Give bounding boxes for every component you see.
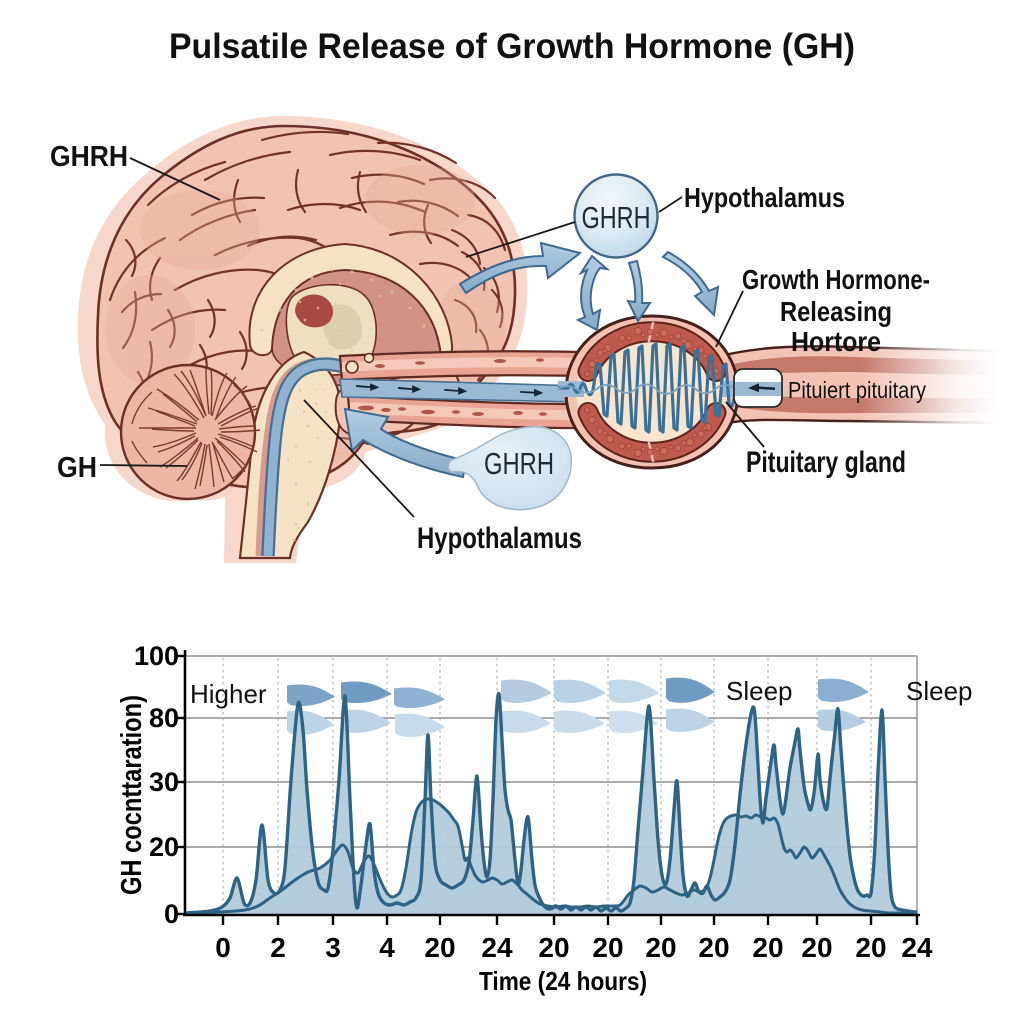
svg-text:80: 80 (149, 703, 179, 733)
svg-text:Pulsatile Release of Growth Ho: Pulsatile Release of Growth Hormone (GH) (169, 27, 855, 66)
svg-text:20: 20 (424, 932, 455, 963)
svg-text:20: 20 (645, 932, 676, 963)
svg-text:20: 20 (801, 932, 832, 963)
svg-text:GHRH: GHRH (484, 446, 554, 481)
svg-text:20: 20 (698, 932, 729, 963)
svg-text:24: 24 (901, 932, 933, 963)
svg-text:Higher: Higher (190, 679, 267, 709)
svg-text:Pituiert pituitary: Pituiert pituitary (788, 377, 926, 403)
svg-text:2: 2 (270, 932, 286, 963)
svg-text:20: 20 (592, 932, 623, 963)
svg-text:20: 20 (538, 932, 569, 963)
svg-text:GH: GH (57, 452, 97, 484)
svg-text:20: 20 (752, 932, 783, 963)
svg-text:Time (24 hours): Time (24 hours) (479, 966, 647, 996)
svg-text:Hypothalamus: Hypothalamus (684, 182, 845, 213)
svg-text:GHRH: GHRH (50, 141, 128, 173)
svg-text:100: 100 (134, 641, 179, 671)
svg-text:Pituitary gland: Pituitary gland (746, 446, 906, 479)
svg-text:4: 4 (379, 932, 395, 963)
svg-text:Releasing: Releasing (780, 296, 892, 327)
svg-text:0: 0 (215, 932, 231, 963)
svg-text:0: 0 (164, 899, 179, 929)
svg-text:Sleep: Sleep (726, 676, 793, 706)
svg-text:3: 3 (325, 932, 341, 963)
svg-text:24: 24 (481, 932, 513, 963)
svg-text:Sleep: Sleep (906, 676, 973, 706)
svg-text:20: 20 (855, 932, 886, 963)
svg-text:Growth Hormone-: Growth Hormone- (742, 264, 930, 295)
svg-text:30: 30 (149, 767, 179, 797)
svg-text:Hypothalamus: Hypothalamus (417, 522, 582, 555)
svg-text:GHRH: GHRH (582, 200, 651, 235)
svg-text:Hortore: Hortore (791, 326, 881, 357)
svg-text:GH cocnttaration): GH cocnttaration) (116, 695, 148, 895)
svg-text:20: 20 (149, 832, 179, 862)
